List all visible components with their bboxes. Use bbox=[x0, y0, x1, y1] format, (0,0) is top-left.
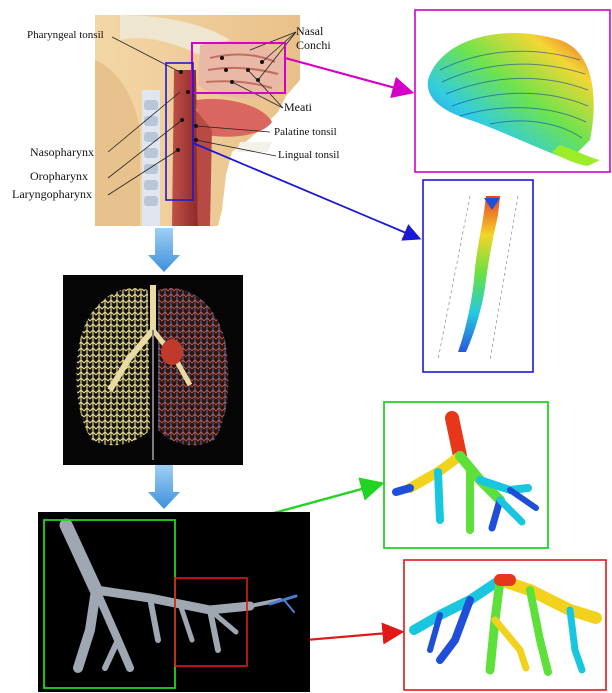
bronchial-tree-render bbox=[0, 0, 612, 693]
